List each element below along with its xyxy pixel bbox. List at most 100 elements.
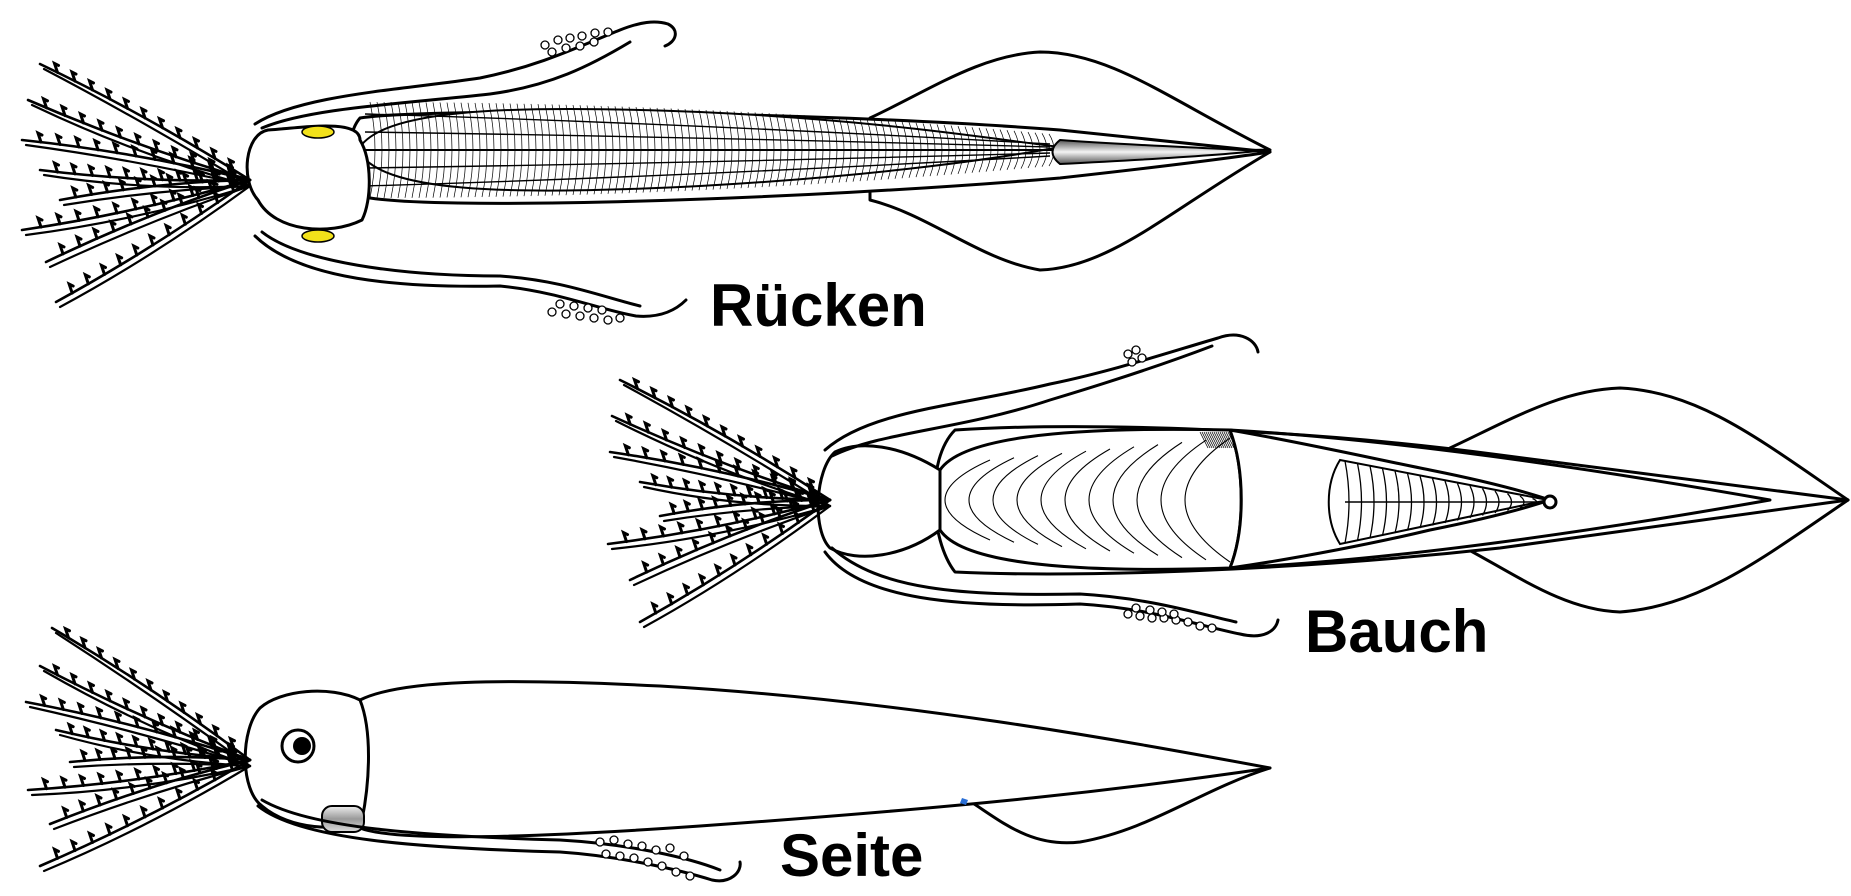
- arm-sucker-hook: [700, 576, 704, 585]
- squid-lateral-view: Seite: [26, 628, 1270, 889]
- label-ventral: Bauch: [1305, 598, 1488, 665]
- arm-sucker-hook: [97, 796, 101, 805]
- club-sucker: [1184, 618, 1192, 626]
- arm-sucker-hook: [753, 509, 757, 518]
- club-sucker: [584, 304, 592, 312]
- arm-sucker-hook: [685, 586, 689, 595]
- arm-sucker-hook: [111, 222, 115, 231]
- club-sucker: [566, 34, 574, 42]
- arm-sucker-hook: [177, 790, 181, 799]
- club-sucker: [1124, 610, 1132, 618]
- arm-sucker-hook: [173, 765, 177, 774]
- arm-sucker-hook: [95, 208, 99, 217]
- club-sucker: [610, 836, 618, 844]
- arm-sucker-hook: [64, 808, 68, 817]
- club-sucker: [616, 314, 624, 322]
- dorsal-eye-upper: [302, 126, 334, 138]
- arm-sucker-hook: [661, 527, 665, 536]
- arm-sucker-hook: [671, 504, 675, 513]
- label-lateral: Seite: [780, 822, 923, 889]
- arm-sucker-hook: [166, 226, 170, 235]
- club-sucker: [638, 842, 646, 850]
- club-sucker: [590, 38, 598, 46]
- club-sucker: [1170, 610, 1178, 618]
- arm-sucker-hook: [642, 530, 646, 539]
- club-sucker: [1146, 606, 1154, 614]
- arm-sucker-hook: [44, 780, 48, 789]
- club-sucker: [658, 862, 666, 870]
- arm-sucker-hook: [94, 230, 98, 239]
- arm-sucker-hook: [55, 849, 59, 858]
- arm-sucker-hook: [107, 825, 111, 834]
- arm: [620, 380, 830, 500]
- squid-ventral-view: Bauch: [608, 335, 1848, 665]
- arm-sucker-hook: [698, 521, 702, 530]
- arm-sucker-hook: [136, 770, 140, 779]
- label-dorsal: Rücken: [710, 272, 927, 339]
- arm-sucker-hook: [105, 183, 109, 192]
- arm-edge: [644, 506, 830, 627]
- arm-sucker-hook: [760, 514, 764, 523]
- arm-sucker-hook: [700, 500, 704, 509]
- arm-sucker-hook: [190, 187, 194, 196]
- arm-sucker-hook: [97, 750, 101, 759]
- arm-edge: [624, 385, 830, 506]
- arm-sucker-hook: [114, 204, 118, 213]
- arm-sucker-hook: [660, 555, 664, 564]
- club-sucker: [576, 42, 584, 50]
- arm-sucker-hook: [669, 595, 673, 604]
- arm-sucker-hook: [160, 799, 164, 808]
- arm-edge: [44, 69, 250, 186]
- arm-sucker-hook: [624, 533, 628, 542]
- arm-sucker-hook: [716, 566, 720, 575]
- club-sucker: [604, 316, 612, 324]
- arm-sucker-hook: [644, 563, 648, 572]
- arm-sucker-hook: [102, 266, 106, 275]
- club-sucker: [616, 852, 624, 860]
- club-sucker: [554, 36, 562, 44]
- arm-sucker-hook: [99, 775, 103, 784]
- club-sucker: [596, 838, 604, 846]
- arm-sucker-hook: [114, 790, 118, 799]
- arm-sucker-hook: [171, 191, 175, 200]
- arm-sucker-hook: [118, 772, 122, 781]
- arm-sucker-hook: [38, 218, 42, 227]
- arm-sucker-hook: [77, 237, 81, 246]
- arm-sucker-hook: [714, 498, 718, 507]
- arm-sucker-hook: [679, 524, 683, 533]
- club-sucker: [1128, 358, 1136, 366]
- club-sucker: [1136, 612, 1144, 620]
- arm-sucker-hook: [142, 808, 146, 817]
- club-sucker: [604, 28, 612, 36]
- arm-sucker-hook: [60, 245, 64, 254]
- arm-sucker-hook: [73, 188, 77, 197]
- club-sucker: [556, 300, 564, 308]
- arm-sucker-hook: [80, 802, 84, 811]
- arm-sucker-hook: [69, 284, 73, 293]
- ventral-organ-front: [933, 429, 1242, 569]
- arm-sucker-hook: [732, 556, 736, 565]
- arm-sucker-hook: [677, 548, 681, 557]
- ventral-arms: [608, 380, 830, 627]
- club-sucker: [591, 29, 599, 37]
- club-sucker: [590, 314, 598, 322]
- club-sucker: [1132, 604, 1140, 612]
- dorsal-arms: [22, 63, 250, 307]
- arm-sucker-hook: [716, 517, 720, 526]
- club-sucker: [562, 310, 570, 318]
- club-sucker: [652, 846, 660, 854]
- lateral-pupil: [293, 737, 311, 755]
- arm-sucker-hook: [62, 778, 66, 787]
- arm-sucker-hook: [764, 535, 768, 544]
- arm-sucker-hook: [134, 246, 138, 255]
- arm-sucker-hook: [152, 196, 156, 205]
- club-sucker: [1196, 622, 1204, 630]
- arm-sucker-hook: [152, 177, 156, 186]
- ventral-head: [818, 446, 940, 556]
- arm-sucker-hook: [82, 752, 86, 761]
- squid-dorsal-view: Rücken: [22, 22, 1270, 339]
- club-sucker: [598, 306, 606, 314]
- arm-sucker-hook: [72, 842, 76, 851]
- arm-sucker-hook: [85, 275, 89, 284]
